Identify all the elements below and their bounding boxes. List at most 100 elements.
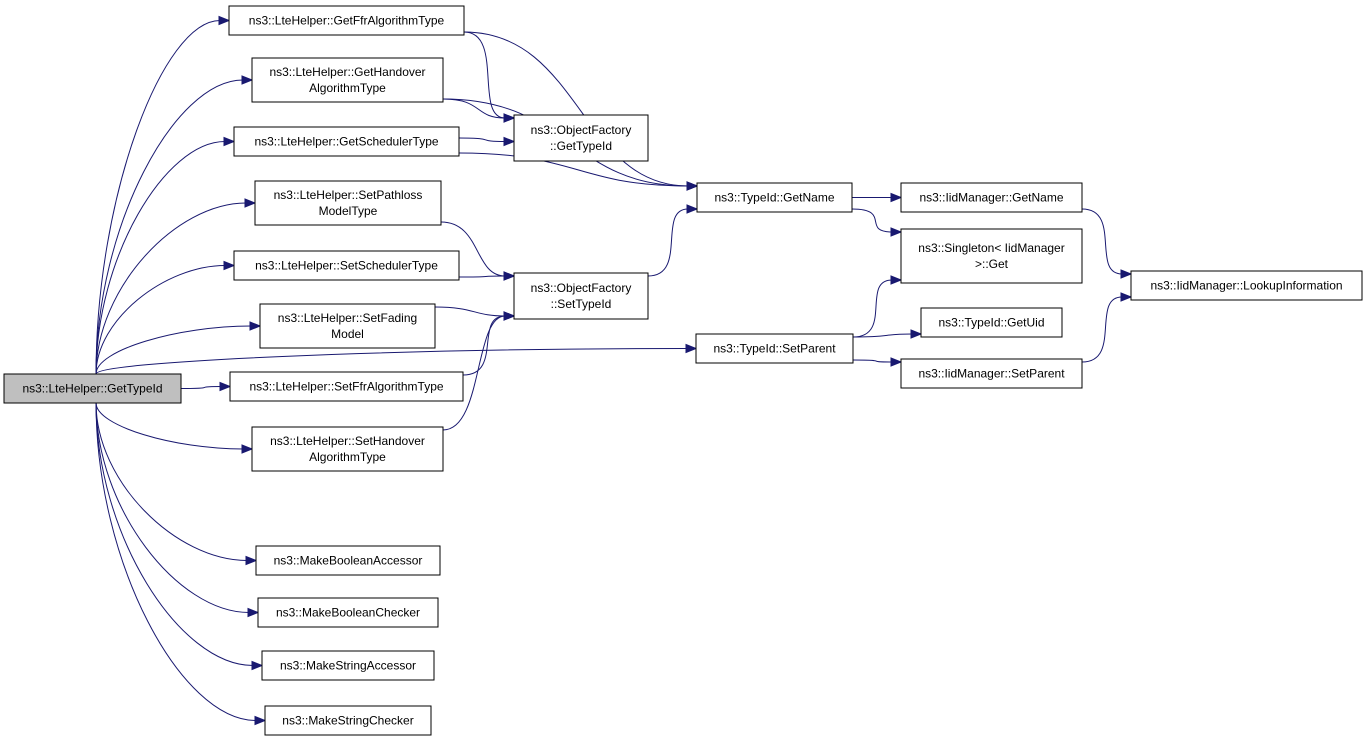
edge-setPathlossModelType-to-objectFactorySetTypeId	[440, 221, 506, 277]
arrowhead-getSchedulerType-to-typeIdGetName	[686, 181, 699, 191]
node-label-setHandoverAlgorithmType-1: AlgorithmType	[309, 450, 386, 464]
arrowhead-root-to-setFfrAlgorithmType	[219, 381, 232, 392]
node-label-setFfrAlgorithmType-0: ns3::LteHelper::SetFfrAlgorithmType	[249, 380, 443, 394]
edge-getSchedulerType-to-typeIdGetName	[458, 152, 689, 187]
arrowhead-root-to-setPathlossModelType	[244, 198, 257, 208]
node-box-makeBooleanAccessor[interactable]	[255, 545, 441, 576]
node-box-makeStringAccessor[interactable]	[261, 650, 435, 681]
edge-typeIdGetName-to-singletonGet	[851, 208, 893, 233]
arrowhead-root-to-getSchedulerType	[223, 136, 236, 147]
edge-typeIdSetParent-to-iidManagerSetParent	[852, 359, 893, 363]
edge-setSchedulerType-to-objectFactorySetTypeId	[458, 275, 506, 278]
node-box-getSchedulerType[interactable]	[233, 126, 460, 157]
edge-root-to-makeBooleanAccessor	[95, 402, 248, 561]
node-objectFactoryGetTypeId[interactable]: ns3::ObjectFactory::GetTypeId	[513, 114, 649, 162]
arrowhead-typeIdGetName-to-iidManagerGetName	[890, 192, 903, 203]
arrowhead-iidManagerGetName-to-iidManagerLookupInformation	[1120, 269, 1133, 279]
nodes-layer: ns3::LteHelper::GetTypeIdns3::LteHelper:…	[3, 5, 1363, 736]
node-box-typeIdGetName[interactable]	[696, 182, 853, 213]
node-label-objectFactoryGetTypeId-0: ns3::ObjectFactory	[531, 123, 632, 137]
node-makeBooleanAccessor[interactable]: ns3::MakeBooleanAccessor	[255, 545, 441, 576]
node-box-singletonGet[interactable]	[900, 228, 1083, 284]
node-box-makeBooleanChecker[interactable]	[257, 597, 439, 628]
node-box-setSchedulerType[interactable]	[233, 250, 460, 281]
edge-root-to-getHandoverAlgorithmType	[95, 79, 244, 375]
arrowhead-setHandoverAlgorithmType-to-objectFactorySetTypeId	[503, 311, 516, 321]
node-label-root-0: ns3::LteHelper::GetTypeId	[22, 382, 162, 396]
node-label-typeIdGetName-0: ns3::TypeId::GetName	[714, 191, 834, 205]
node-makeBooleanChecker[interactable]: ns3::MakeBooleanChecker	[257, 597, 439, 628]
node-box-setFfrAlgorithmType[interactable]	[229, 371, 464, 402]
edge-setHandoverAlgorithmType-to-objectFactorySetTypeId	[442, 315, 506, 431]
node-getFfrAlgorithmType[interactable]: ns3::LteHelper::GetFfrAlgorithmType	[228, 5, 465, 36]
edge-root-to-setFadingModel	[95, 325, 252, 375]
edge-root-to-setFfrAlgorithmType	[180, 386, 222, 389]
node-box-typeIdSetParent[interactable]	[695, 333, 854, 364]
node-label-iidManagerLookupInformation-0: ns3::IidManager::LookupInformation	[1150, 279, 1342, 293]
arrowhead-root-to-makeStringChecker	[254, 715, 267, 726]
node-objectFactorySetTypeId[interactable]: ns3::ObjectFactory::SetTypeId	[513, 272, 649, 320]
node-label-iidManagerSetParent-0: ns3::IidManager::SetParent	[918, 367, 1065, 381]
node-box-typeIdGetUid[interactable]	[920, 307, 1063, 338]
node-singletonGet[interactable]: ns3::Singleton< IidManager>::Get	[900, 228, 1083, 284]
edge-root-to-setHandoverAlgorithmType	[95, 402, 244, 450]
node-box-setFadingModel[interactable]	[259, 303, 436, 349]
edge-iidManagerSetParent-to-iidManagerLookupInformation	[1081, 296, 1123, 363]
arrowhead-root-to-setFadingModel	[249, 321, 262, 331]
edge-root-to-getFfrAlgorithmType	[95, 20, 221, 375]
node-box-getHandoverAlgorithmType[interactable]	[251, 57, 444, 103]
node-makeStringChecker[interactable]: ns3::MakeStringChecker	[264, 705, 432, 736]
node-iidManagerGetName[interactable]: ns3::IidManager::GetName	[900, 182, 1083, 213]
node-box-objectFactorySetTypeId[interactable]	[513, 272, 649, 320]
node-typeIdGetUid[interactable]: ns3::TypeId::GetUid	[920, 307, 1063, 338]
edge-getFfrAlgorithmType-to-typeIdGetName	[463, 31, 689, 187]
edge-root-to-typeIdSetParent	[95, 348, 688, 375]
node-box-setPathlossModelType[interactable]	[254, 180, 442, 226]
arrowhead-getSchedulerType-to-objectFactoryGetTypeId	[503, 136, 516, 147]
node-makeStringAccessor[interactable]: ns3::MakeStringAccessor	[261, 650, 435, 681]
node-box-getFfrAlgorithmType[interactable]	[228, 5, 465, 36]
arrowhead-root-to-getFfrAlgorithmType	[218, 15, 231, 26]
node-typeIdSetParent[interactable]: ns3::TypeId::SetParent	[695, 333, 854, 364]
node-label-setSchedulerType-0: ns3::LteHelper::SetSchedulerType	[255, 259, 438, 273]
edge-getSchedulerType-to-objectFactoryGetTypeId	[458, 137, 506, 142]
arrowhead-root-to-getHandoverAlgorithmType	[241, 75, 254, 85]
node-label-singletonGet-1: >::Get	[975, 257, 1009, 271]
arrowhead-typeIdSetParent-to-typeIdGetUid	[910, 329, 923, 339]
arrowhead-iidManagerSetParent-to-iidManagerLookupInformation	[1120, 292, 1133, 302]
node-getSchedulerType[interactable]: ns3::LteHelper::GetSchedulerType	[233, 126, 460, 157]
node-box-iidManagerSetParent[interactable]	[900, 358, 1083, 389]
node-iidManagerSetParent[interactable]: ns3::IidManager::SetParent	[900, 358, 1083, 389]
node-label-setHandoverAlgorithmType-0: ns3::LteHelper::SetHandover	[270, 434, 425, 448]
node-typeIdGetName[interactable]: ns3::TypeId::GetName	[696, 182, 853, 213]
node-box-iidManagerGetName[interactable]	[900, 182, 1083, 213]
node-label-setFadingModel-1: Model	[331, 327, 364, 341]
node-label-makeStringChecker-0: ns3::MakeStringChecker	[282, 714, 413, 728]
edge-root-to-makeStringAccessor	[95, 402, 254, 666]
edge-getHandoverAlgorithmType-to-objectFactoryGetTypeId	[442, 98, 506, 119]
node-iidManagerLookupInformation[interactable]: ns3::IidManager::LookupInformation	[1130, 270, 1363, 301]
node-box-setHandoverAlgorithmType[interactable]	[251, 426, 444, 472]
node-label-makeStringAccessor-0: ns3::MakeStringAccessor	[280, 659, 416, 673]
arrowhead-root-to-makeStringAccessor	[251, 660, 264, 671]
edge-root-to-getSchedulerType	[95, 141, 226, 375]
node-setSchedulerType[interactable]: ns3::LteHelper::SetSchedulerType	[233, 250, 460, 281]
node-box-root[interactable]	[3, 373, 182, 404]
arrowhead-typeIdSetParent-to-singletonGet	[890, 275, 903, 285]
edges-layer	[95, 15, 1133, 726]
arrowhead-typeIdSetParent-to-iidManagerSetParent	[890, 357, 903, 367]
node-root[interactable]: ns3::LteHelper::GetTypeId	[3, 373, 182, 404]
node-setFfrAlgorithmType[interactable]: ns3::LteHelper::SetFfrAlgorithmType	[229, 371, 464, 402]
node-label-typeIdGetUid-0: ns3::TypeId::GetUid	[938, 316, 1044, 330]
node-box-objectFactoryGetTypeId[interactable]	[513, 114, 649, 162]
node-label-setFadingModel-0: ns3::LteHelper::SetFading	[278, 311, 417, 325]
node-box-makeStringChecker[interactable]	[264, 705, 432, 736]
node-label-objectFactoryGetTypeId-1: ::GetTypeId	[550, 139, 612, 153]
arrowhead-objectFactorySetTypeId-to-typeIdGetName	[686, 204, 699, 214]
arrowhead-setSchedulerType-to-objectFactorySetTypeId	[503, 271, 516, 281]
node-box-iidManagerLookupInformation[interactable]	[1130, 270, 1363, 301]
